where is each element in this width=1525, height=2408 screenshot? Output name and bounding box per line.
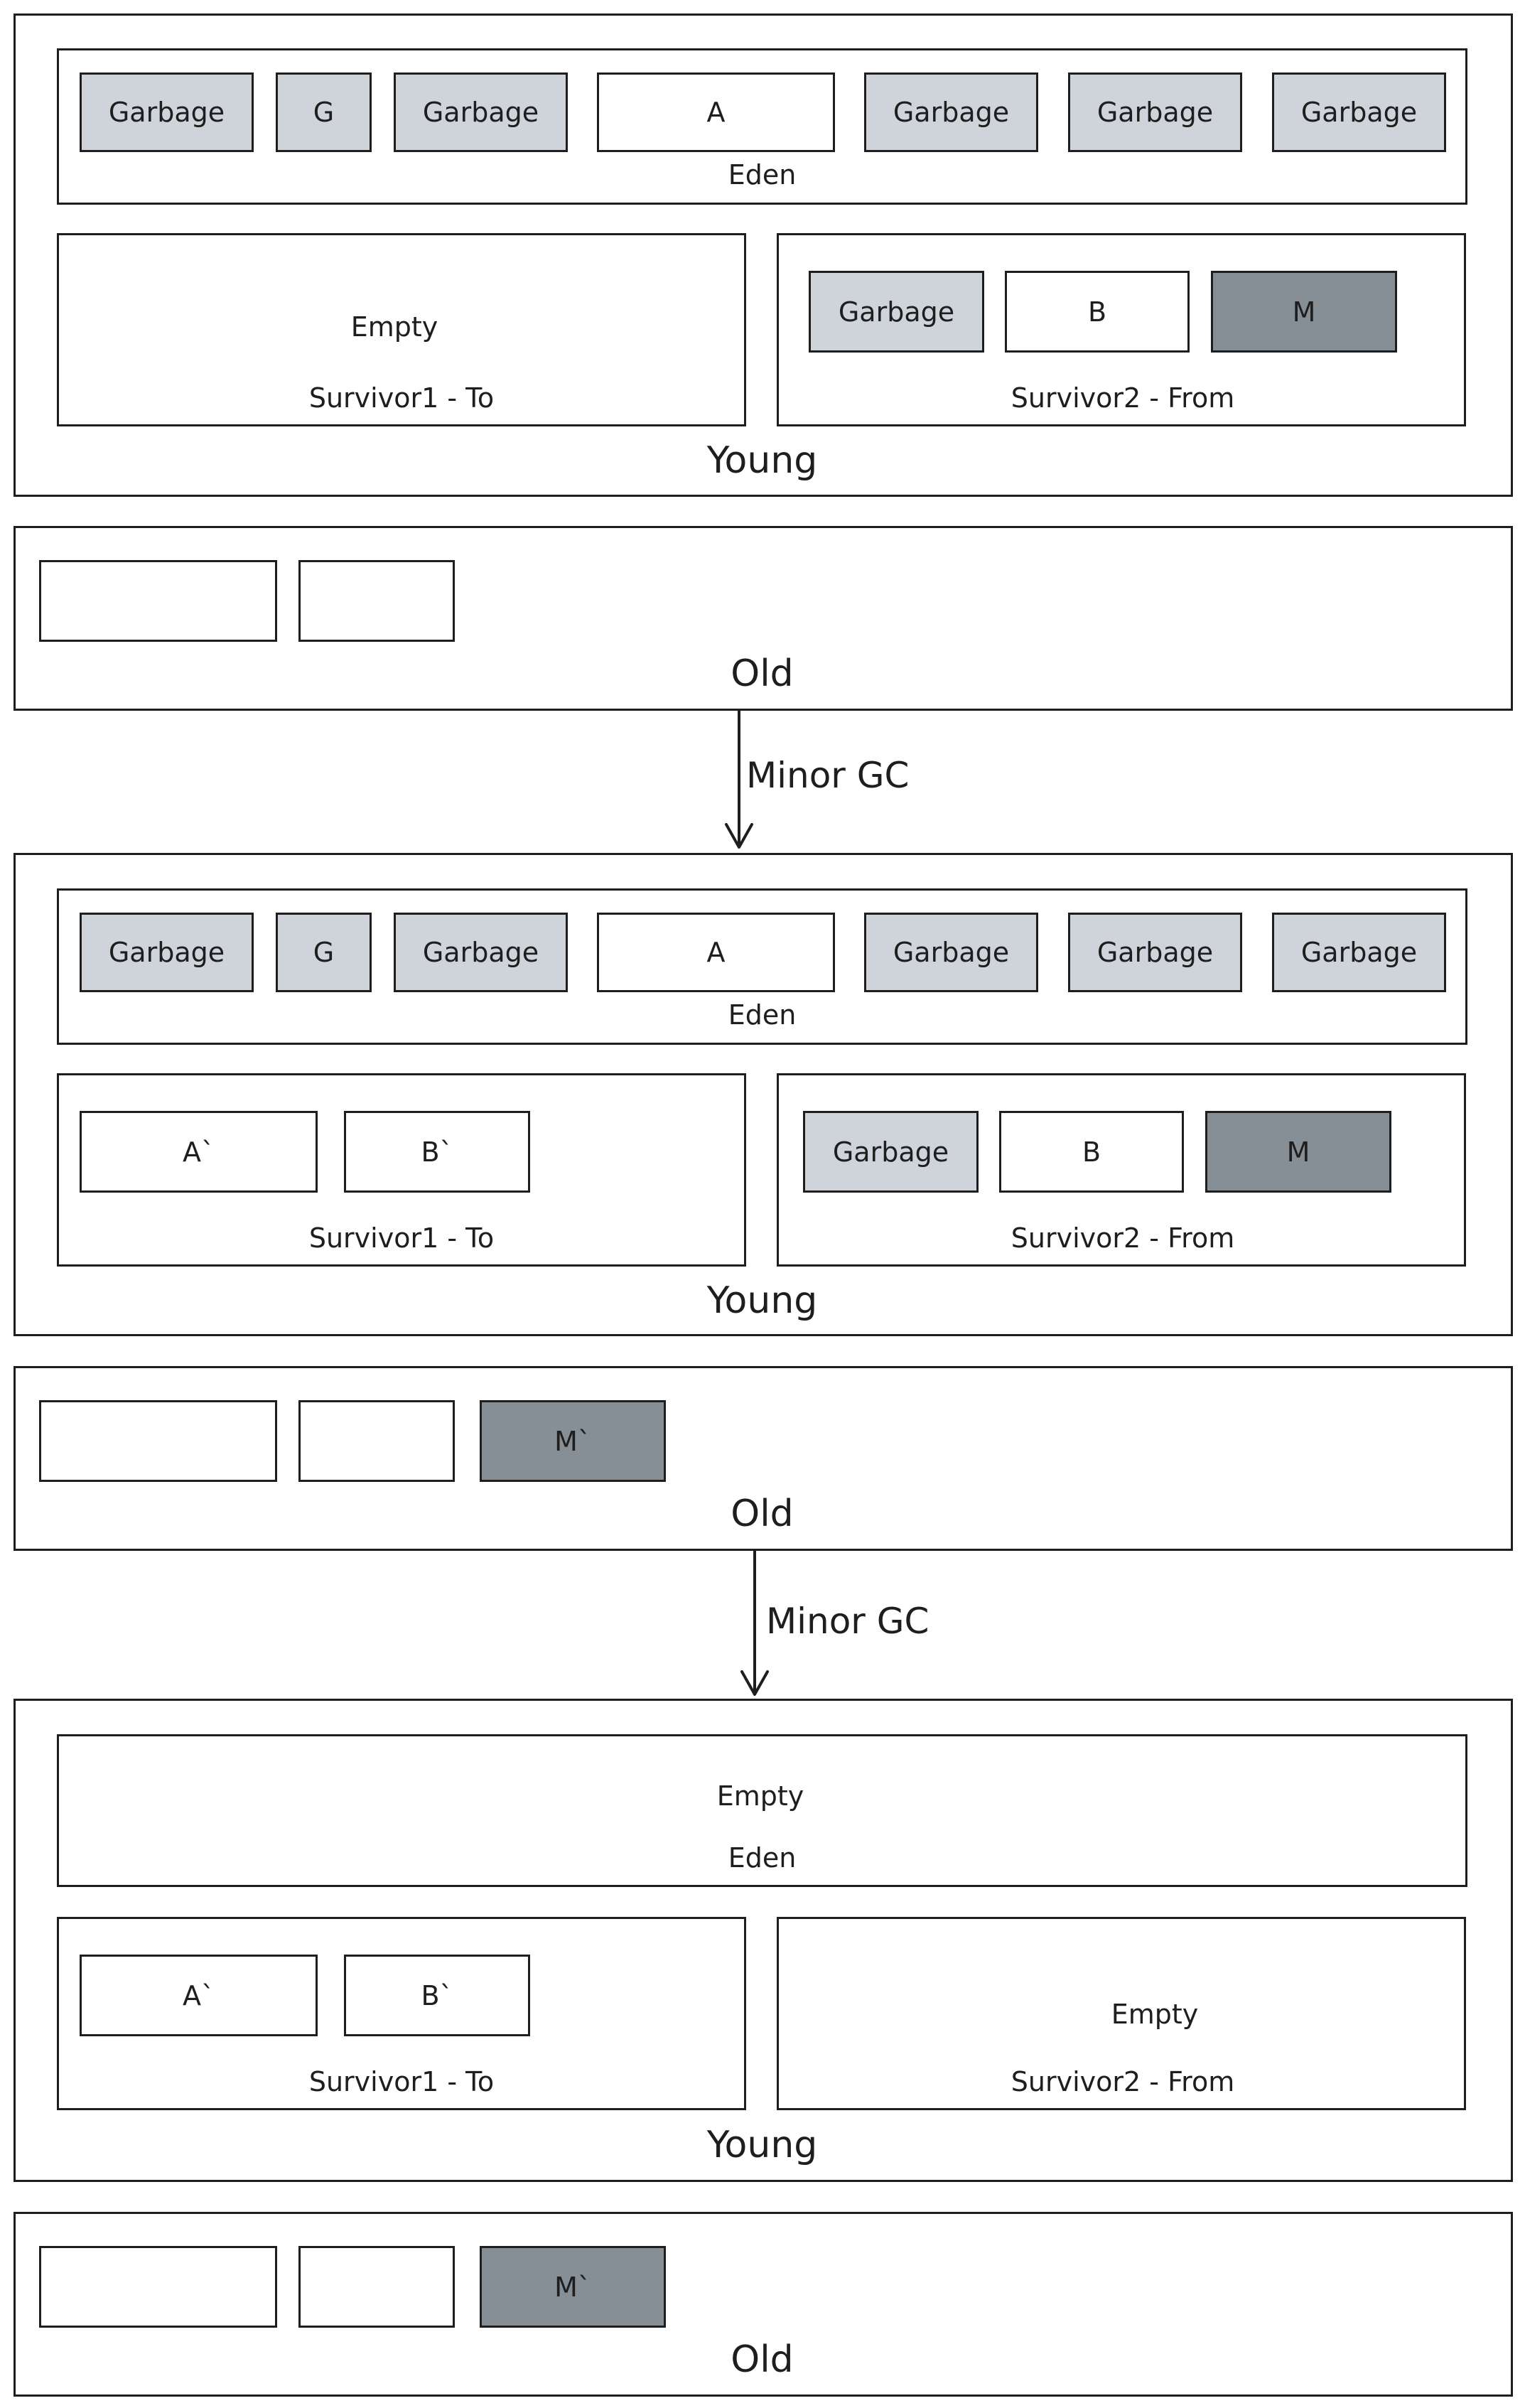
object-label: G [313, 937, 335, 968]
old-object-m-copy: M` [480, 2246, 666, 2328]
object-label: Garbage [1300, 937, 1418, 968]
eden-label: Eden [728, 999, 797, 1031]
object-label: Garbage [832, 1136, 949, 1168]
eden-object-g: G [276, 72, 372, 152]
minor-gc-arrow [740, 1551, 769, 1696]
object-label: B` [421, 1136, 453, 1168]
object-label: Garbage [1096, 97, 1214, 128]
survivor2-space-stage3 [777, 1917, 1466, 2110]
object-label: M` [554, 1425, 591, 1457]
object-label: B` [421, 1979, 453, 2011]
old-object [298, 1400, 455, 1482]
old-object [39, 1400, 277, 1482]
survivor1-object-a-copy: A` [80, 1111, 318, 1193]
eden-object-garbage: Garbage [80, 913, 254, 992]
eden-object-garbage: Garbage [1068, 72, 1242, 152]
survivor1-label: Survivor1 - To [308, 2066, 495, 2097]
object-label: Garbage [1300, 97, 1418, 128]
old-generation-stage2 [14, 1366, 1513, 1551]
old-object [298, 560, 455, 642]
eden-object-garbage: Garbage [1272, 913, 1446, 992]
empty-label: Empty [716, 1780, 804, 1812]
survivor2-object-garbage: Garbage [809, 271, 984, 353]
object-label: A` [183, 1979, 215, 2011]
object-label: B [1082, 1136, 1101, 1168]
survivor1-label: Survivor1 - To [308, 382, 495, 414]
eden-label: Eden [728, 159, 797, 190]
object-label: M [1286, 1136, 1310, 1168]
object-label: B [1087, 296, 1107, 328]
eden-object-garbage: Garbage [80, 72, 254, 152]
survivor2-object-b: B [999, 1111, 1184, 1193]
survivor2-object-m: M [1211, 271, 1397, 353]
survivor1-object-b-copy: B` [344, 1111, 530, 1193]
object-label: A [706, 97, 726, 128]
eden-object-garbage: Garbage [864, 913, 1038, 992]
young-label: Young [706, 2124, 818, 2166]
eden-object-a: A [597, 72, 835, 152]
object-label: Garbage [108, 937, 225, 968]
survivor2-object-m: M [1205, 1111, 1391, 1193]
object-label: Garbage [108, 97, 225, 128]
survivor1-object-a-copy: A` [80, 1955, 318, 2036]
object-label: Garbage [422, 97, 539, 128]
minor-gc-arrow [725, 711, 753, 849]
minor-gc-label: Minor GC [746, 755, 910, 796]
eden-object-garbage: Garbage [394, 913, 568, 992]
eden-object-garbage: Garbage [1068, 913, 1242, 992]
object-label: Garbage [893, 937, 1010, 968]
object-label: A` [183, 1136, 215, 1168]
minor-gc-label: Minor GC [766, 1601, 929, 1642]
object-label: G [313, 97, 335, 128]
object-label: Garbage [838, 296, 955, 328]
old-object [39, 2246, 277, 2328]
empty-label: Empty [350, 311, 438, 343]
survivor1-object-b-copy: B` [344, 1955, 530, 2036]
old-label: Old [731, 2338, 794, 2381]
object-label: Garbage [1096, 937, 1214, 968]
eden-object-garbage: Garbage [394, 72, 568, 152]
eden-object-garbage: Garbage [864, 72, 1038, 152]
survivor1-label: Survivor1 - To [308, 1222, 495, 1254]
eden-label: Eden [728, 1842, 797, 1874]
object-label: Garbage [422, 937, 539, 968]
survivor1-space-stage1 [57, 233, 746, 426]
eden-object-garbage: Garbage [1272, 72, 1446, 152]
object-label: A [706, 937, 726, 968]
old-object [39, 560, 277, 642]
object-label: M` [554, 2271, 591, 2303]
object-label: Garbage [893, 97, 1010, 128]
old-label: Old [731, 1493, 794, 1535]
eden-object-a: A [597, 913, 835, 992]
old-object [298, 2246, 455, 2328]
old-object-m-copy: M` [480, 1400, 666, 1482]
young-label: Young [706, 439, 818, 482]
survivor2-label: Survivor2 - From [1011, 1222, 1235, 1254]
old-label: Old [731, 652, 794, 695]
empty-label: Empty [1111, 1999, 1199, 2030]
young-label: Young [706, 1279, 818, 1322]
eden-space-stage3 [57, 1734, 1467, 1887]
survivor2-object-garbage: Garbage [803, 1111, 979, 1193]
survivor2-label: Survivor2 - From [1011, 382, 1235, 414]
survivor2-object-b: B [1005, 271, 1190, 353]
eden-object-g: G [276, 913, 372, 992]
survivor2-label: Survivor2 - From [1011, 2066, 1235, 2097]
object-label: M [1292, 296, 1316, 328]
